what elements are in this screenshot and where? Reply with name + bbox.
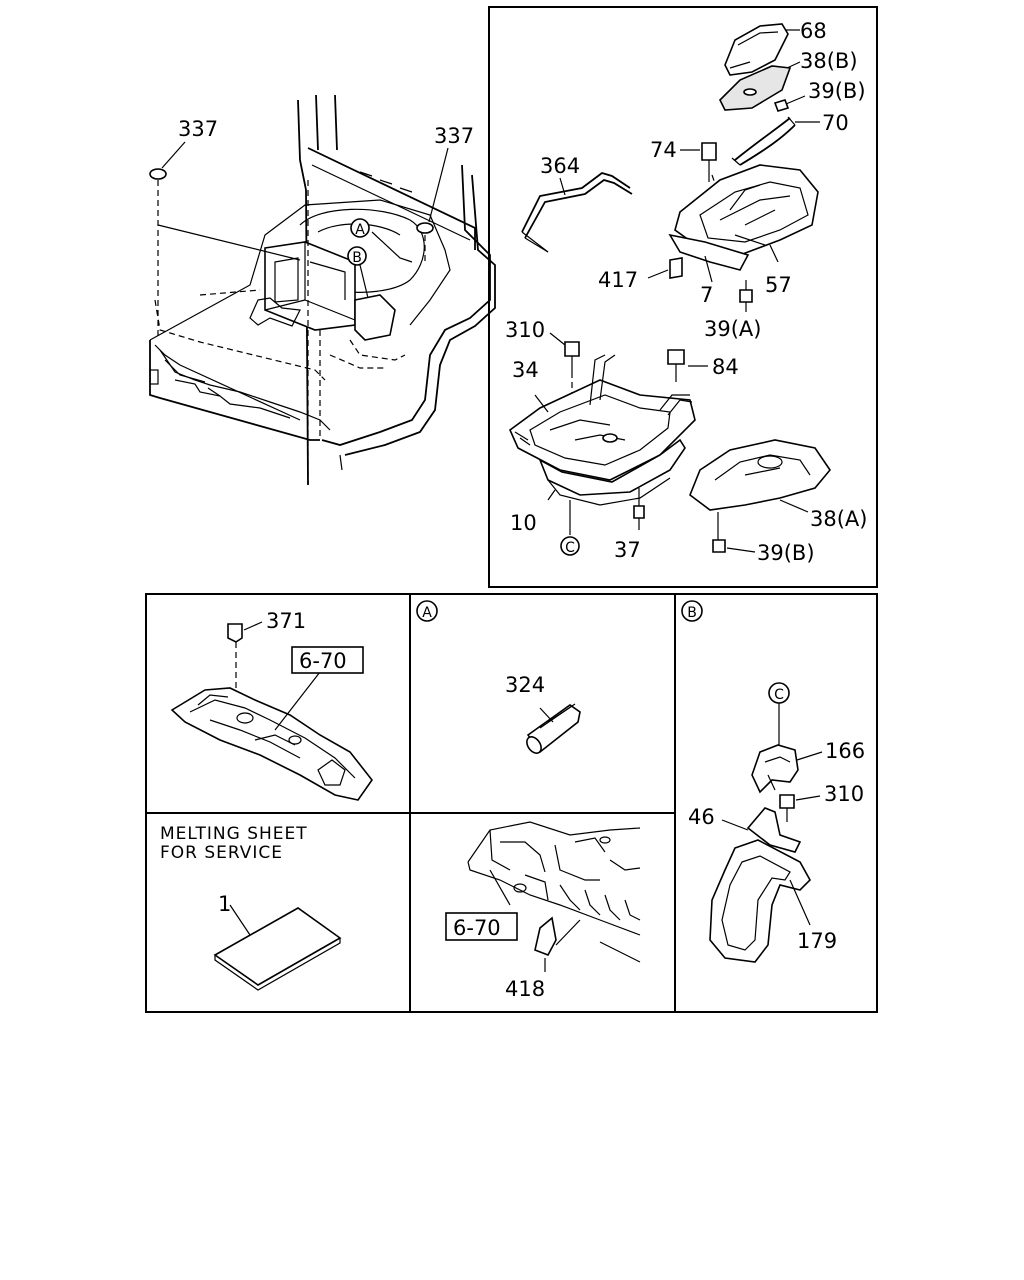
marker-a-main: A [355, 222, 365, 238]
label-417: 417 [598, 268, 638, 292]
detail-cell-371: 371 6-70 [170, 609, 373, 801]
label-337-left: 337 [178, 117, 218, 141]
detail-cell-melting-sheet: MELTING SHEET FOR SERVICE 1 [160, 824, 342, 991]
detail-grid [145, 593, 878, 1013]
label-70: 70 [822, 111, 849, 135]
label-39b-top: 39(B) [808, 79, 866, 103]
label-337-right: 337 [434, 124, 474, 148]
label-39a: 39(A) [704, 317, 761, 341]
marker-b-main: B [352, 250, 362, 266]
ref-6-70-a: 6-70 [299, 649, 347, 673]
label-34: 34 [512, 358, 539, 382]
label-84: 84 [712, 355, 739, 379]
marker-a-panel: A [422, 605, 432, 621]
label-364: 364 [540, 154, 580, 178]
note-line-2: FOR SERVICE [160, 843, 283, 863]
label-37: 37 [614, 538, 641, 562]
label-324: 324 [505, 673, 545, 697]
label-68: 68 [800, 19, 827, 43]
label-10: 10 [510, 511, 537, 535]
label-39b-bottom: 39(B) [757, 541, 815, 565]
label-74: 74 [650, 138, 677, 162]
label-7: 7 [700, 283, 713, 307]
label-179: 179 [797, 929, 837, 953]
note-line-1: MELTING SHEET [160, 824, 308, 844]
label-46: 46 [688, 805, 715, 829]
label-310-top: 310 [505, 318, 545, 342]
detail-cell-418: 6-70 418 [445, 821, 641, 1001]
marker-b-panel: B [687, 605, 697, 621]
label-371: 371 [266, 609, 306, 633]
label-57: 57 [765, 273, 792, 297]
detail-cell-b: B C 166 310 46 179 [681, 600, 865, 963]
label-1: 1 [218, 892, 231, 916]
label-418: 418 [505, 977, 545, 1001]
label-310-b: 310 [824, 782, 864, 806]
label-38a: 38(A) [810, 507, 867, 531]
detail-cell-a: A 324 [416, 600, 581, 754]
label-166: 166 [825, 739, 865, 763]
ref-6-70-b: 6-70 [453, 916, 501, 940]
marker-c-main: C [565, 540, 575, 556]
vehicle-floor-drawing: A B 337 337 [149, 94, 496, 486]
exploded-view-panel: C 68 38(B) 39(B) 70 74 364 417 7 57 39(A… [488, 6, 878, 588]
label-38b-top: 38(B) [800, 49, 858, 73]
marker-c-panel: C [774, 687, 784, 703]
